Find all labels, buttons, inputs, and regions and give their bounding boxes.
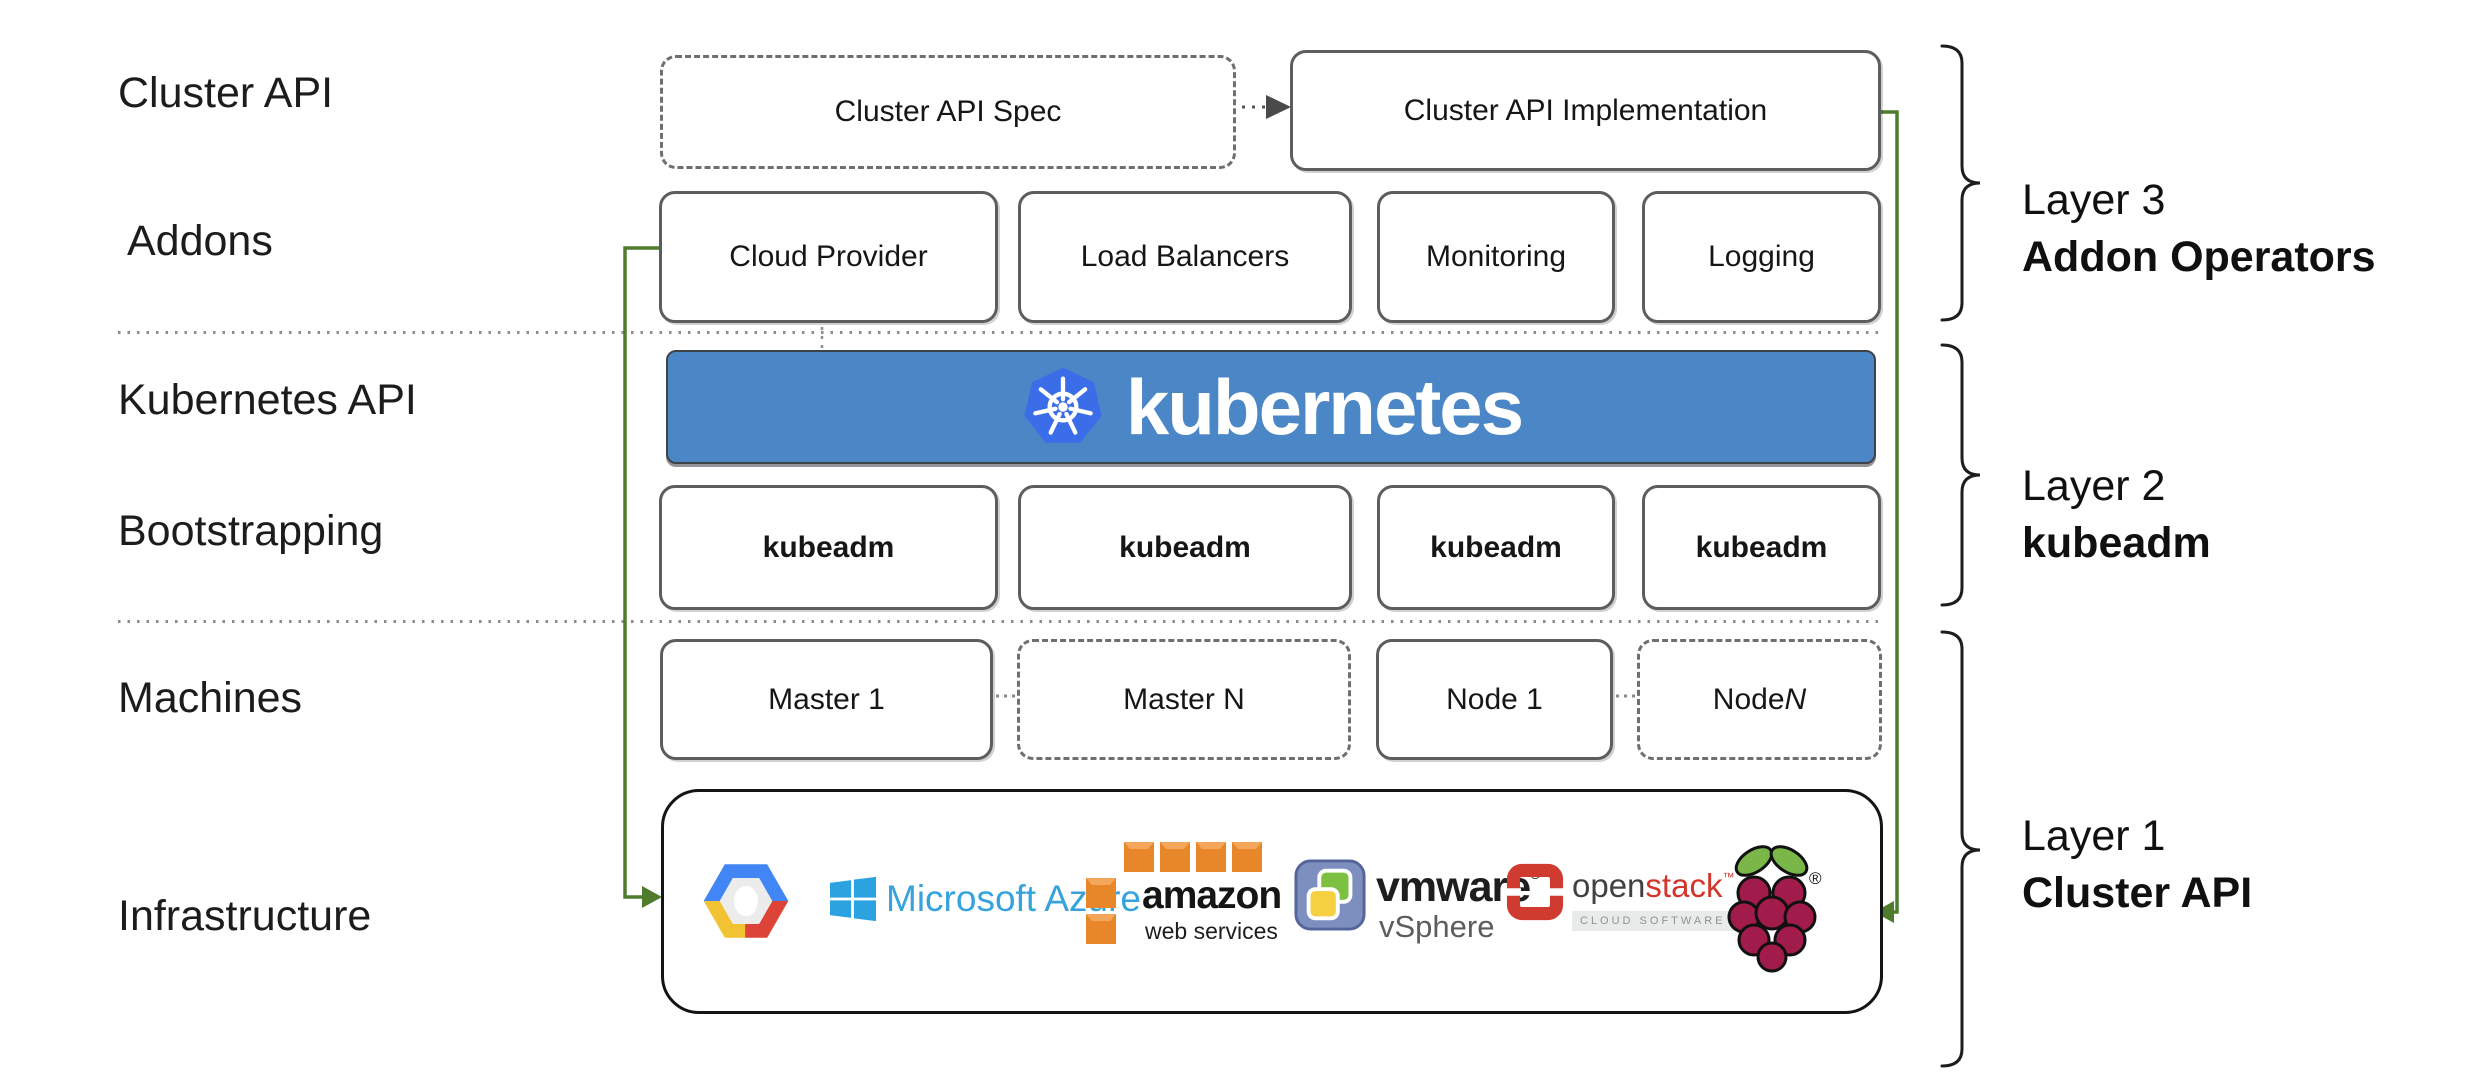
- cloud-software-label: CLOUD SOFTWARE: [1572, 911, 1734, 931]
- microsoft-window-icon: [830, 876, 876, 922]
- row-label-bootstrapping: Bootstrapping: [118, 507, 384, 555]
- green-line-cloud-provider-to-infra: [623, 246, 659, 899]
- openstack-label: openstack™: [1572, 867, 1735, 904]
- layer-1-subtitle: Cluster API: [2022, 868, 2253, 917]
- row-label-infrastructure: Infrastructure: [118, 892, 372, 940]
- node-n-box: Node N: [1637, 639, 1882, 760]
- kubernetes-logo-icon: [1024, 367, 1102, 443]
- master-1-box: Master 1: [660, 639, 993, 760]
- kubeadm-box-3: kubeadm: [1377, 485, 1615, 610]
- raspberry-pi-registered-mark: ®: [1809, 869, 1822, 888]
- cluster-api-spec-box: Cluster API Spec: [660, 55, 1236, 169]
- infrastructure-box: Microsoft Azure amazon web services vmwa…: [661, 789, 1883, 1014]
- row-label-cluster-api: Cluster API: [118, 69, 334, 117]
- aws-cubes-icon: [1086, 842, 1262, 944]
- kubeadm-box-2: kubeadm: [1018, 485, 1352, 610]
- layer1-brace-icon: [1940, 630, 1981, 1068]
- spec-to-impl-arrowhead-icon: [1266, 95, 1291, 119]
- layer-2-title: Layer 2: [2022, 462, 2166, 510]
- node-n-variable: N: [1784, 682, 1807, 716]
- google-cloud-icon: [703, 864, 789, 938]
- openstack-icon: [1506, 863, 1564, 921]
- raspberry-pi-icon: [1727, 845, 1817, 973]
- layer-1-title: Layer 1: [2022, 812, 2166, 860]
- layer-3-subtitle: Addon Operators: [2022, 232, 2376, 281]
- green-arrowhead-left-icon: [642, 886, 662, 908]
- kubernetes-banner: kubernetes: [666, 350, 1876, 464]
- layer-3-annotation: Layer 3 Addon Operators: [2022, 172, 2376, 286]
- amazon-label: amazon: [1142, 874, 1282, 917]
- node-n-label: Node: [1712, 682, 1785, 716]
- row-label-addons: Addons: [127, 217, 273, 265]
- dotted-divider-bottom: [118, 620, 1878, 623]
- kubeadm-box-1: kubeadm: [659, 485, 998, 610]
- layer-2-annotation: Layer 2 kubeadm: [2022, 458, 2211, 572]
- green-line-implementation-to-infra: [1875, 110, 1899, 914]
- vmware-vsphere-logo: vmware® vSphere: [1294, 859, 1541, 949]
- layer2-brace-icon: [1940, 343, 1981, 607]
- layer-3-title: Layer 3: [2022, 176, 2166, 224]
- green-arrowhead-right-icon: [1874, 901, 1894, 923]
- node-1-box: Node 1: [1376, 639, 1613, 760]
- row-label-kubernetes-api: Kubernetes API: [118, 376, 417, 424]
- google-cloud-logo: [700, 855, 792, 952]
- cloud-provider-box: Cloud Provider: [659, 191, 998, 323]
- kubeadm-box-4: kubeadm: [1642, 485, 1881, 610]
- logging-box: Logging: [1642, 191, 1881, 323]
- master-n-box: Master N: [1017, 639, 1351, 760]
- vsphere-label: vSphere: [1379, 909, 1495, 944]
- raspberry-pi-logo: ®: [1727, 837, 1837, 982]
- kubernetes-wordmark: kubernetes: [1125, 362, 1524, 451]
- openstack-logo: openstack™ CLOUD SOFTWARE: [1506, 863, 1734, 953]
- monitoring-box: Monitoring: [1377, 191, 1615, 323]
- row-label-machines: Machines: [118, 674, 303, 722]
- vsphere-icon: [1294, 859, 1366, 931]
- layer-2-subtitle: kubeadm: [2022, 518, 2211, 567]
- dotted-divider-top: [118, 331, 1878, 334]
- layer3-brace-icon: [1940, 44, 1981, 322]
- layer-1-annotation: Layer 1 Cluster API: [2022, 808, 2252, 922]
- load-balancers-box: Load Balancers: [1018, 191, 1352, 323]
- openstack-trademark: ™: [1722, 870, 1735, 884]
- amazon-web-services-logo: amazon web services: [1082, 842, 1282, 952]
- web-services-label: web services: [1145, 918, 1278, 944]
- cluster-api-implementation-box: Cluster API Implementation: [1290, 50, 1881, 171]
